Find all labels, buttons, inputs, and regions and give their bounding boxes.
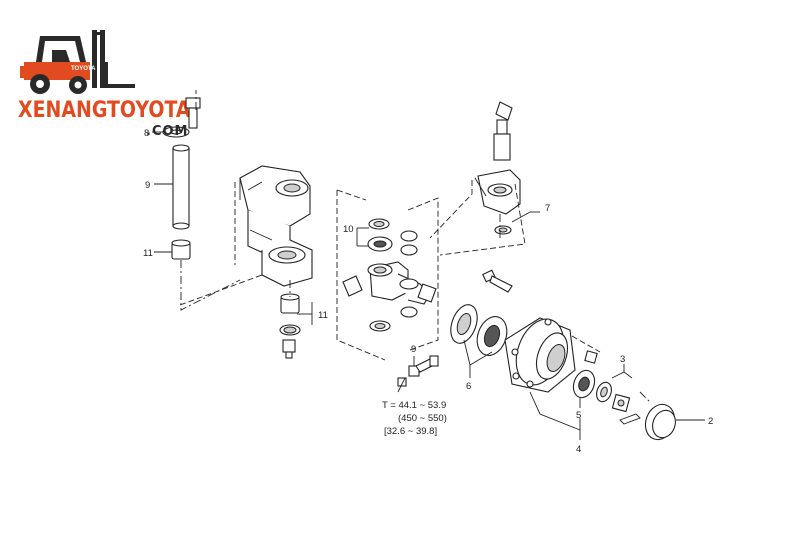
watermark-fragment: .COM [146,124,189,139]
torque-spec-nm: T = 44.1 ~ 53.9 [382,400,446,411]
castle-nut [611,393,631,413]
shim-stack [367,218,418,256]
callout-10: 10 [343,224,354,235]
kingpin [172,144,190,230]
outer-bearing [572,369,596,399]
wheel-hub [504,317,576,393]
oil-seal [450,304,478,344]
callout-11-left: 11 [143,248,153,259]
callout-2: 2 [708,416,713,427]
steering-knuckle [342,261,437,332]
kingpin-bolt [162,97,201,138]
torque-spec-ftlbf: [32.6 ~ 39.8] [384,426,437,437]
callout-6: 6 [466,381,471,392]
callout-11-right: 11 [318,310,328,321]
hub-nut [584,350,598,364]
callout-8: 8 [144,128,149,139]
stopper-bolt [397,355,439,387]
bushing-upper [171,239,191,260]
callout-9-top: 9 [145,180,150,191]
brand-name: XENANGTOYOTA [18,98,191,123]
torque-spec-kgfcm: (450 ~ 550) [398,413,447,424]
callout-3: 3 [620,354,625,365]
logo-badge-text: TOYOTA [71,66,96,72]
hub-bolt [482,269,513,293]
washer [596,381,612,403]
hub-cap [644,403,676,441]
axle-beam-end [239,165,313,287]
callout-5: 5 [576,410,581,421]
callout-9-bottom: 9 [411,344,416,355]
bushing-lower-stack [279,293,301,359]
forklift-logo-icon [20,30,135,94]
tie-rod-arm [474,101,521,235]
callout-7: 7 [545,203,550,214]
callout-4: 4 [576,444,581,455]
cotter-pin [619,413,641,425]
